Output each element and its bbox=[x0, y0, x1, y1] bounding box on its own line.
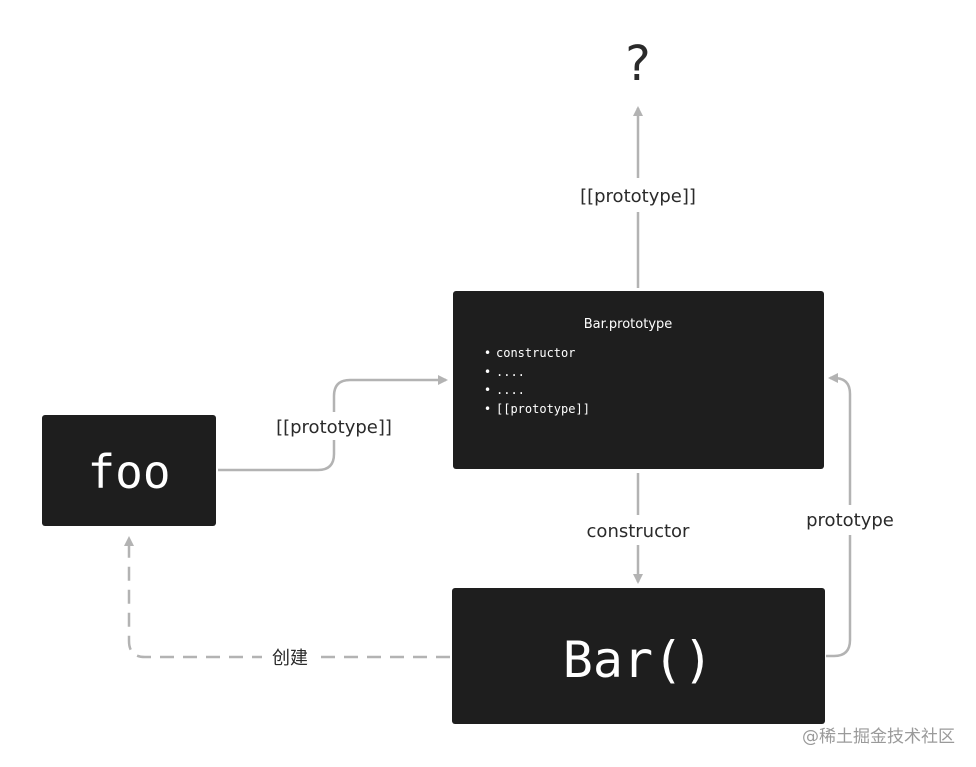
bar-prototype-node: Bar.prototype • constructor • .... • ...… bbox=[453, 291, 824, 469]
bar-prototype-items: • constructor • .... • .... • [[prototyp… bbox=[484, 346, 590, 416]
list-bullet: • bbox=[484, 383, 491, 397]
edge-label-proto-to-bar: constructor bbox=[587, 521, 691, 542]
list-item: [[prototype]] bbox=[496, 402, 590, 416]
edge-label-bar-creates-foo: 创建 bbox=[272, 648, 308, 669]
bar-constructor-node: Bar() bbox=[452, 588, 825, 724]
watermark: @稀土掘金技术社区 bbox=[802, 727, 955, 747]
edge-bar-creates-foo bbox=[124, 536, 450, 659]
edge-label-foo-to-proto: [[prototype]] bbox=[276, 417, 392, 438]
foo-label: foo bbox=[87, 445, 170, 499]
edge-label-proto-to-unknown: [[prototype]] bbox=[580, 186, 696, 207]
foo-node: foo bbox=[42, 415, 216, 526]
list-item: .... bbox=[496, 383, 525, 397]
list-bullet: • bbox=[484, 346, 491, 360]
list-bullet: • bbox=[484, 365, 491, 379]
unknown-prototype-node: ? bbox=[625, 36, 650, 92]
list-item: constructor bbox=[496, 346, 575, 360]
list-item: .... bbox=[496, 365, 525, 379]
edge-label-bar-to-proto: prototype bbox=[806, 510, 894, 531]
bar-prototype-title: Bar.prototype bbox=[584, 317, 673, 332]
list-bullet: • bbox=[484, 402, 491, 416]
bar-constructor-label: Bar() bbox=[563, 631, 714, 689]
